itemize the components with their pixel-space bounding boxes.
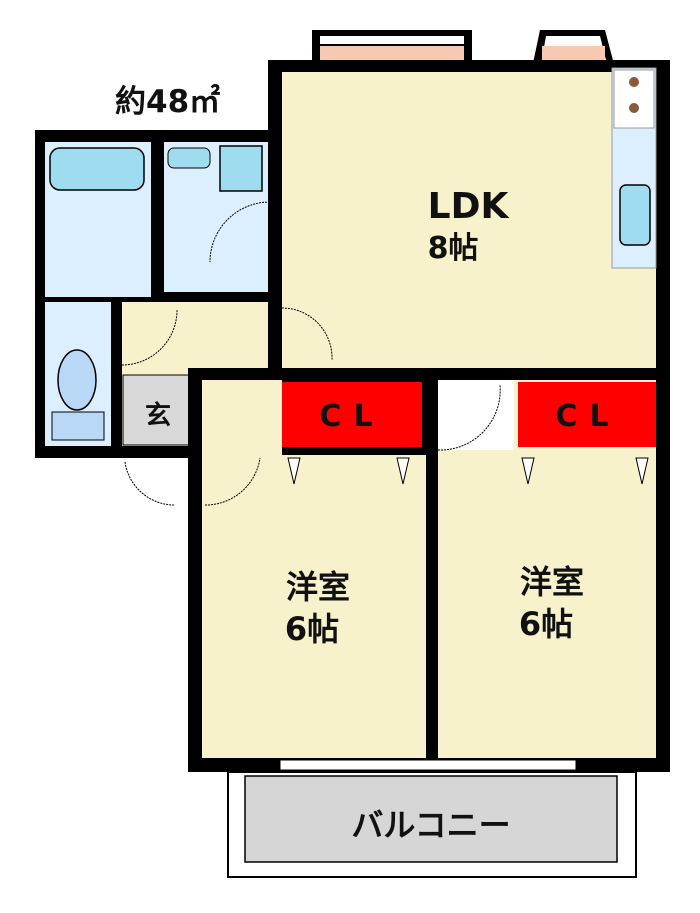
area-label: 約48㎡ [115, 84, 220, 120]
door-swing-bedroom-left [204, 457, 261, 506]
sink-icon [619, 184, 651, 246]
door-swing-entrance [124, 461, 176, 506]
bathtub-icon [49, 147, 145, 191]
door-swing-ldk [281, 307, 333, 361]
entrance-label: 玄 [145, 400, 171, 431]
balcony-floor [244, 775, 618, 863]
entrance-floor [122, 374, 196, 446]
stove-burner-icon [629, 103, 639, 113]
stove-burner-icon [629, 77, 639, 87]
ldk-floor [282, 72, 656, 368]
closet-right-label: CL [555, 399, 620, 434]
bedroom-left-name: 洋室 [286, 568, 350, 606]
washbasin-icon [167, 147, 211, 169]
closet-left [282, 382, 422, 447]
washing-machine-icon [219, 145, 263, 192]
bedroom-right-size: 6帖 [519, 605, 573, 643]
ldk-name: LDK [428, 186, 510, 227]
window-top-right [532, 30, 615, 68]
closet-left-label: CL [319, 399, 384, 434]
door-swing-washroom [209, 201, 271, 263]
toilet-icon [57, 349, 97, 411]
door-swing-toilet [121, 309, 178, 366]
bedroom-left-floor [202, 455, 426, 758]
toilet-tank-icon [51, 411, 105, 441]
closet-door-markers [287, 457, 649, 485]
ldk-size: 8帖 [428, 231, 479, 266]
closet-right [518, 382, 656, 447]
bedroom-left-size: 6帖 [285, 610, 339, 648]
balcony-label: バルコニー [351, 806, 510, 844]
balcony-window [279, 759, 577, 771]
kitchen-counter [611, 67, 657, 269]
bedroom-right-name: 洋室 [520, 563, 584, 601]
door-swing-bedroom-right [437, 384, 501, 451]
